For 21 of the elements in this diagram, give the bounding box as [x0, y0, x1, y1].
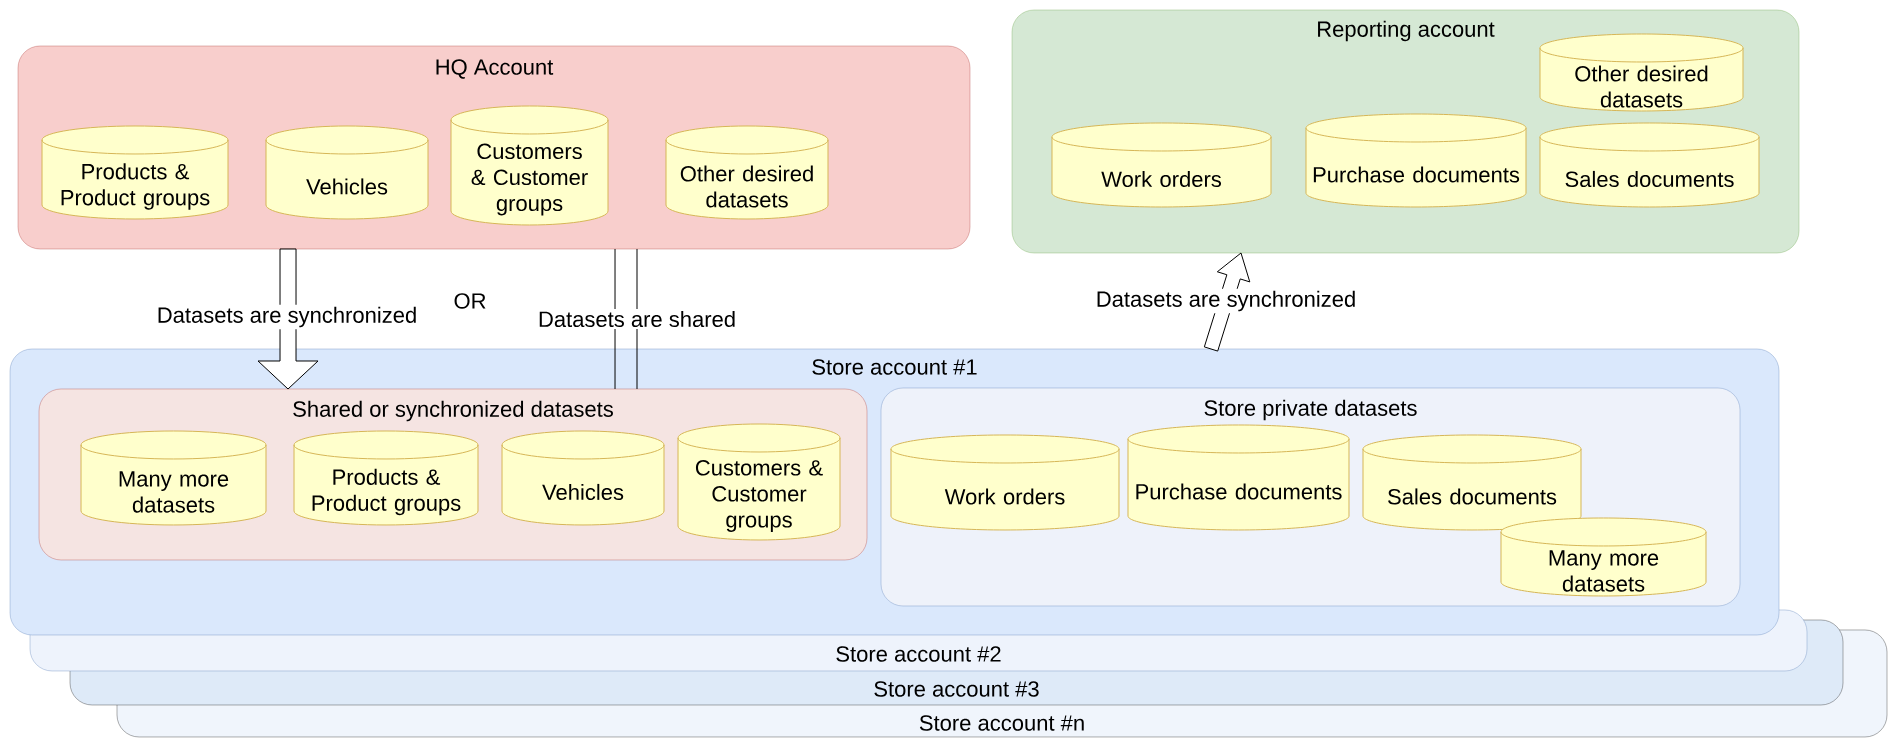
edge-label: Datasets are synchronized	[154, 304, 420, 330]
database-cylinder: Work orders	[890, 434, 1120, 531]
database-cylinder: Other desired datasets	[1539, 33, 1744, 112]
database-cylinder: Vehicles	[501, 430, 665, 526]
database-cylinder: Products & Product groups	[293, 430, 479, 526]
database-cylinder: Customers & Customer groups	[677, 423, 841, 541]
database-cylinder: Vehicles	[265, 125, 429, 220]
database-cylinder: Many more datasets	[1500, 517, 1707, 597]
note-text: OR	[454, 293, 486, 309]
edge-label: Datasets are shared	[535, 308, 739, 330]
database-cylinder: Many more datasets	[80, 430, 267, 526]
database-cylinder: Purchase documents	[1127, 424, 1350, 531]
database-cylinder: Sales documents	[1362, 434, 1582, 531]
database-cylinder: Products & Product groups	[41, 125, 229, 220]
edge-label: Datasets are synchronized	[1093, 288, 1359, 314]
database-cylinder: Other desired datasets	[665, 125, 829, 220]
block-arrow	[257, 248, 319, 390]
database-cylinder: Sales documents	[1539, 122, 1760, 208]
database-cylinder: Purchase documents	[1305, 113, 1527, 208]
database-cylinder: Customers & Customer groups	[450, 105, 609, 226]
database-cylinder: Work orders	[1051, 122, 1272, 208]
